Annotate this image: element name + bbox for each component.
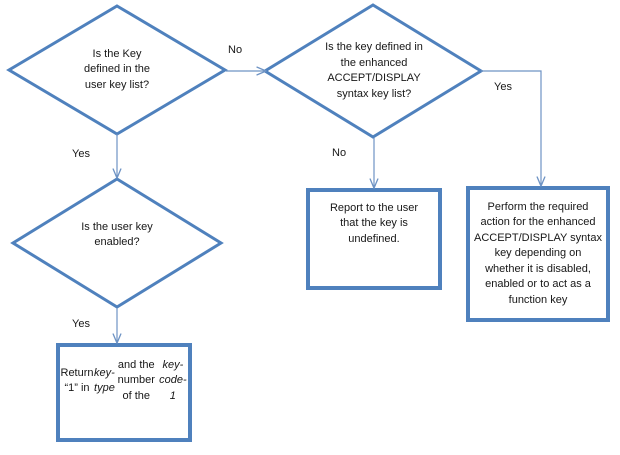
edge-label-yes-to-return-one: Yes	[72, 318, 90, 330]
decision-key-in-enhanced-list	[262, 3, 484, 139]
edge-label-no-to-report-undefined: No	[332, 147, 347, 159]
edge-yes-to-perform-action	[481, 70, 546, 187]
edge-label-yes-to-user-key-enabled: Yes	[72, 148, 90, 160]
process-perform-enhanced-action	[466, 186, 610, 322]
decision-key-in-user-list	[6, 4, 228, 136]
process-return-one	[56, 343, 192, 442]
edge-label-no-to-enhanced: No	[228, 44, 243, 56]
edge-label-yes-to-perform-action: Yes	[494, 81, 512, 93]
decision-user-key-enabled	[10, 177, 224, 309]
process-report-undefined	[306, 188, 442, 290]
